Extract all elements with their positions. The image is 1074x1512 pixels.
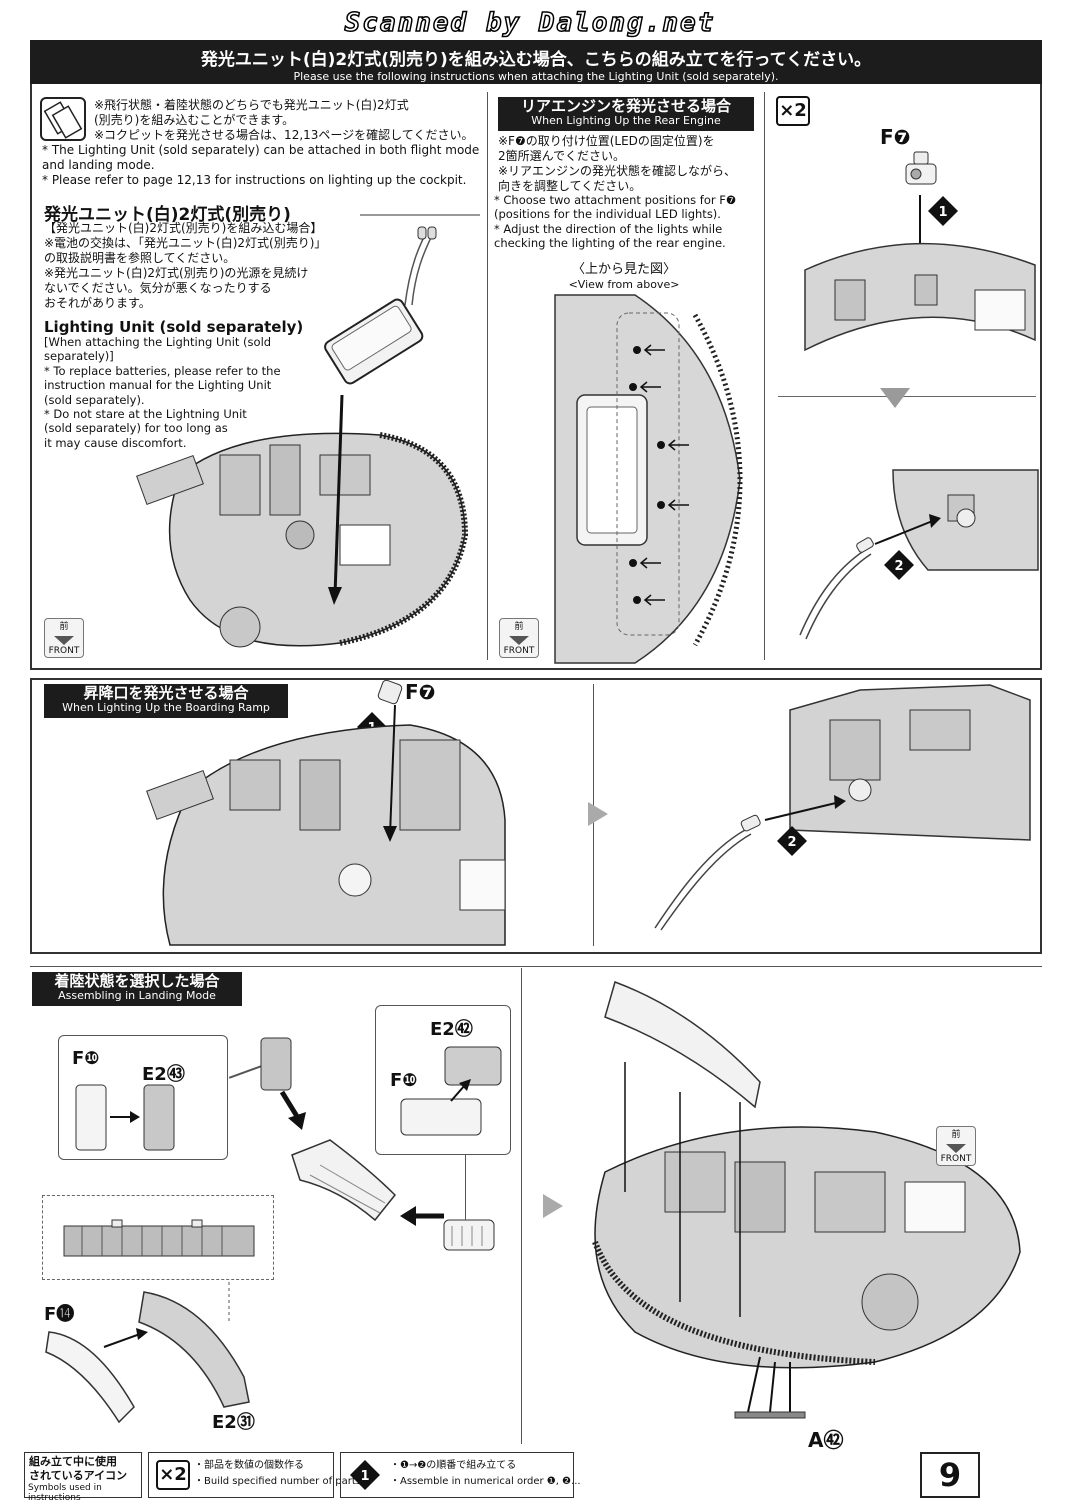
- right-arrow-ramp-icon: [588, 802, 608, 830]
- svg-text:2: 2: [894, 559, 903, 574]
- down-arrow-subassembly-icon: [278, 1090, 308, 1134]
- front-marker-landing-jp: 前: [951, 1130, 961, 1140]
- step-2-marker-icon: 2: [884, 550, 914, 584]
- rear-engine-header-en: When Lighting Up the Rear Engine: [531, 113, 721, 127]
- landing-divider: [521, 968, 522, 1444]
- legend-x2-badge: ×2: [156, 1460, 190, 1490]
- ship-illustration-landing: [575, 972, 1025, 1427]
- section-separator-line: [778, 396, 1036, 397]
- front-arrow-icon: [54, 636, 74, 645]
- legend-title-box: 組み立て中に使用 されているアイコン Symbols used in instr…: [24, 1452, 142, 1503]
- divider-left: [487, 92, 488, 660]
- divider-right: [764, 92, 765, 660]
- front-marker-landing: 前 FRONT: [936, 1126, 976, 1166]
- step-1-marker-icon: 1: [928, 196, 958, 230]
- front-marker: 前 FRONT: [44, 618, 84, 658]
- lighting-unit-notes-jp: 【発光ユニット(白)2灯式(別売り)を組み込む場合】 ※電池の交換は、「発光ユニ…: [44, 221, 327, 310]
- view-from-above-jp: 〈上から見た図〉: [571, 262, 676, 277]
- subassembly-box-1: [58, 1035, 228, 1160]
- ship-illustration-top: [120, 394, 480, 660]
- legend-step-marker-icon: 1: [350, 1460, 380, 1494]
- ship-ramp-closeup: [789, 680, 1031, 841]
- legend-x2-en: ・Build specified number of parts.: [194, 1476, 365, 1487]
- legend-order-en: ・Assemble in numerical order ❶, ❷...: [390, 1476, 581, 1487]
- banner-title-jp: 発光ユニット(白)2灯式(別売り)を組み込む場合、こちらの組み立てを行ってくださ…: [200, 50, 872, 70]
- subassembly-2-illustration: [395, 1035, 505, 1145]
- rear-engine-header: リアエンジンを発光させる場合 When Lighting Up the Rear…: [498, 97, 754, 131]
- detail-panel-illustration: [62, 1218, 258, 1260]
- quantity-badge: ×2: [776, 96, 810, 126]
- boarding-ramp-header-jp: 昇降口を発光させる場合: [83, 684, 249, 702]
- f7-part-illustration-mid: [376, 676, 404, 706]
- front-marker-rear-jp: 前: [514, 622, 524, 632]
- front-marker-rear-en: FRONT: [503, 646, 535, 656]
- led-cable-illustration-top: [795, 514, 945, 640]
- boarding-ramp-header-en: When Lighting Up the Boarding Ramp: [62, 700, 270, 714]
- curved-panel-main: [290, 1135, 400, 1225]
- legend-title-jp: 組み立て中に使用 されているアイコン: [29, 1455, 128, 1482]
- part-label-e2-43: E2㊸: [142, 1064, 185, 1085]
- page-number: 9: [920, 1452, 980, 1498]
- f14-assembly-illustration: [44, 1282, 284, 1432]
- top-banner: 発光ユニット(白)2灯式(別売り)を組み込む場合、こちらの組み立てを行ってくださ…: [30, 40, 1042, 84]
- legend-x2-jp: ・部品を数値の個数作る: [194, 1460, 304, 1471]
- part-label-f10-box2: F❿: [390, 1070, 418, 1091]
- ship-illustration-ramp: [140, 700, 510, 946]
- svg-text:1: 1: [938, 205, 947, 220]
- intro-notes-en: * The Lighting Unit (sold separately) ca…: [42, 143, 480, 187]
- front-marker-rear: 前 FRONT: [499, 618, 539, 658]
- front-marker-en: FRONT: [48, 646, 80, 656]
- lighting-unit-illustration: [320, 205, 480, 395]
- lighting-unit-title-en: Lighting Unit (sold separately): [44, 318, 304, 336]
- intro-notes-jp: ※飛行状態・着陸状態のどちらでも発光ユニット(白)2灯式 (別売り)を組み込むこ…: [94, 98, 474, 142]
- boarding-ramp-header: 昇降口を発光させる場合 When Lighting Up the Boardin…: [44, 684, 288, 718]
- front-marker-jp: 前: [59, 622, 69, 632]
- step-2-ramp-marker-icon: 2: [777, 826, 807, 860]
- callout-line-2: [465, 1155, 466, 1220]
- scan-credit: Scanned by Dalong.net: [344, 7, 716, 39]
- part-label-f7: F❼: [880, 125, 911, 149]
- front-marker-landing-en: FRONT: [940, 1154, 972, 1164]
- rear-engine-notes-jp: ※F❼の取り付け位置(LEDの固定位置)を 2箇所選んでください。 ※リアエンジ…: [498, 134, 737, 193]
- legend-order-box: [340, 1452, 574, 1498]
- led-cable-illustration-ramp: [650, 790, 850, 931]
- manual-icon: [40, 97, 86, 141]
- landing-mode-header-jp: 着陸状態を選択した場合: [54, 972, 220, 990]
- landing-mode-header-en: Assembling in Landing Mode: [58, 988, 216, 1002]
- legend-order-jp: ・❶→❷の順番で組み立てる: [390, 1460, 517, 1471]
- rear-engine-notes-en: * Choose two attachment positions for F❼…: [494, 193, 737, 251]
- rear-engine-header-jp: リアエンジンを発光させる場合: [520, 97, 731, 115]
- front-arrow-rear-icon: [509, 636, 529, 645]
- subassembly-1-result: [258, 1035, 298, 1095]
- part-label-f7-ramp: F❼: [405, 680, 436, 704]
- subassembly-2-result: [440, 1216, 500, 1256]
- subassembly-box-2: [375, 1005, 511, 1155]
- view-from-above-en: <View from above>: [568, 278, 680, 291]
- part-label-e2-42: E2㊷: [430, 1019, 473, 1040]
- svg-text:1: 1: [360, 1469, 369, 1484]
- ship-rear-closeup-2: [888, 469, 1039, 580]
- part-label-f14: F⓮: [44, 1304, 75, 1325]
- landing-mode-header: 着陸状態を選択した場合 Assembling in Landing Mode: [32, 972, 242, 1006]
- detail-dashed-box: [42, 1195, 274, 1280]
- rear-engine-view-illustration: [545, 294, 755, 665]
- part-label-f10: F❿: [72, 1048, 100, 1069]
- lighting-unit-notes-en: [When attaching the Lighting Unit (sold …: [44, 335, 281, 450]
- subassembly-1-illustration: [70, 1075, 220, 1155]
- banner-title-en: Please use the following instructions wh…: [293, 70, 779, 83]
- left-arrow-subassembly-icon: [400, 1204, 444, 1232]
- lighting-unit-title-jp: 発光ユニット(白)2灯式(別売り): [44, 205, 291, 225]
- front-arrow-landing-icon: [946, 1144, 966, 1153]
- down-arrow-icon: [880, 388, 910, 414]
- boarding-ramp-frame: [30, 678, 1042, 954]
- landing-top-rule: [30, 966, 1042, 967]
- svg-text:2: 2: [787, 835, 796, 850]
- part-label-e2-31: E2㉛: [212, 1412, 255, 1433]
- legend-x2-box: [148, 1452, 334, 1498]
- ship-rear-closeup-1: [804, 230, 1036, 360]
- right-arrow-landing-icon: [543, 1194, 563, 1222]
- f7-part-illustration-top: [900, 150, 950, 195]
- legend-title-en: Symbols used in instructions: [28, 1482, 102, 1503]
- part-label-a42: A㊷: [808, 1428, 844, 1452]
